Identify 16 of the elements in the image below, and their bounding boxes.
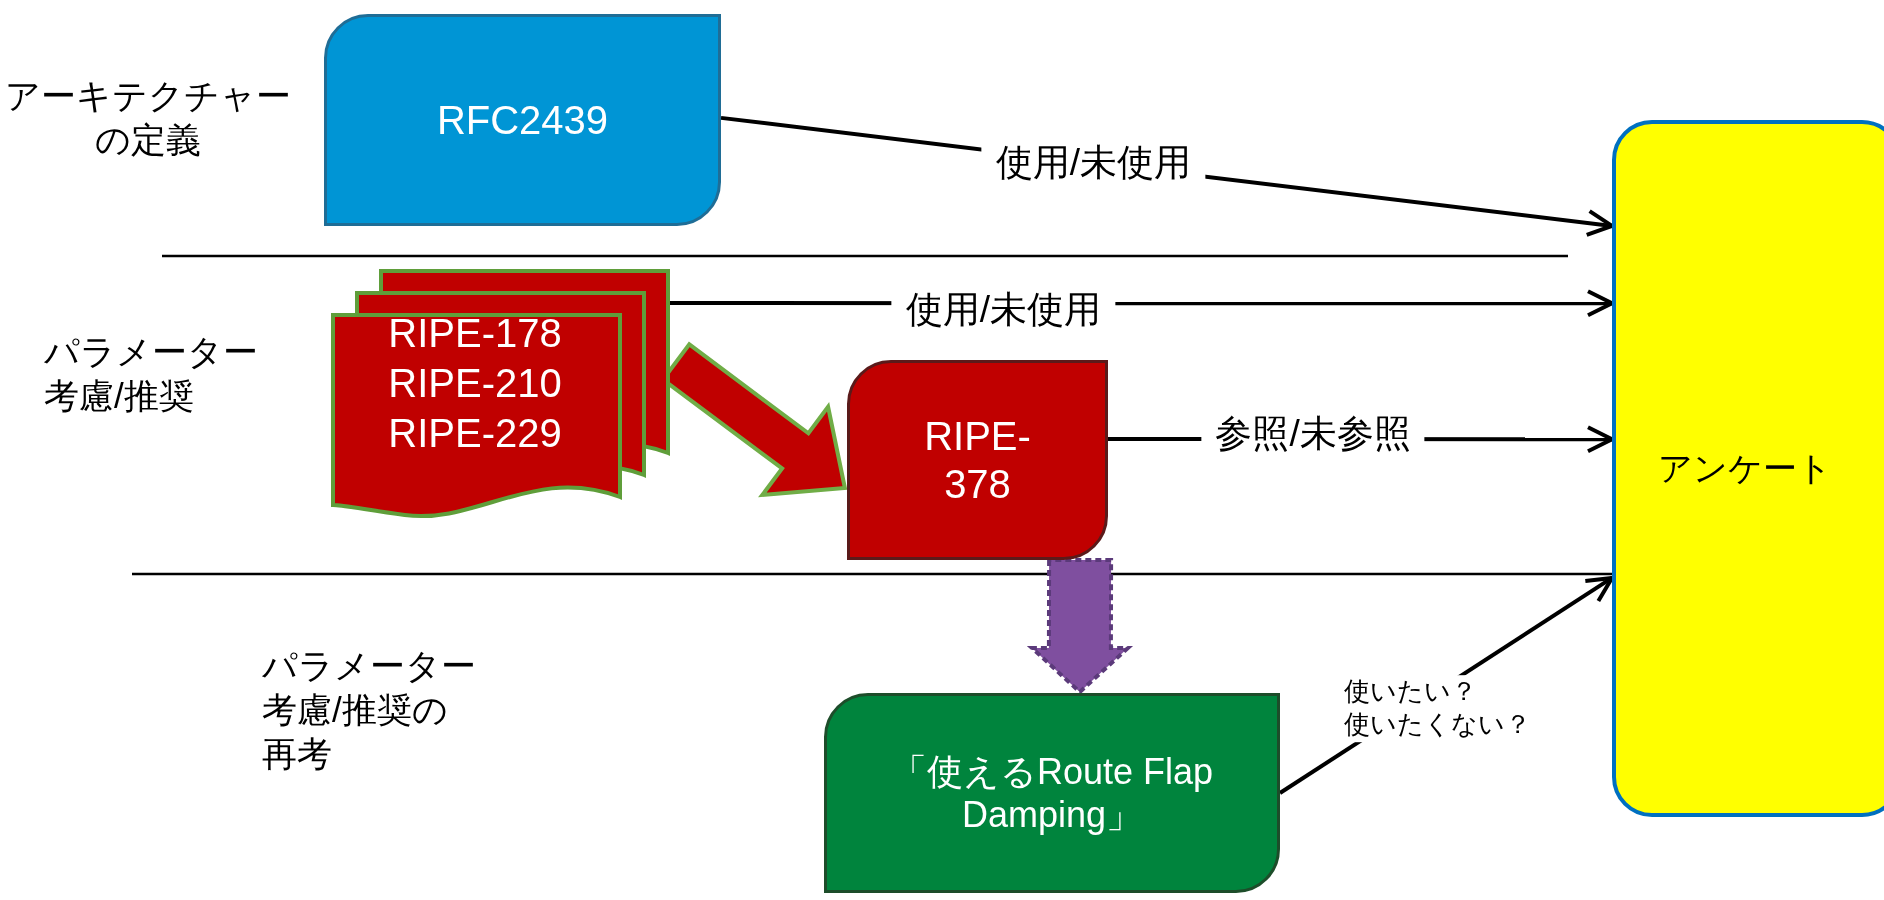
node-text: RFC2439 xyxy=(436,97,609,144)
node-text: RIPE-210 xyxy=(387,360,563,407)
node-text: アンケート xyxy=(1658,448,1832,489)
node-text: 「使えるRoute Flap Damping」 xyxy=(889,749,1215,837)
section-label: パラメーター考慮/推奨 xyxy=(44,331,259,417)
node-text: RIPE-378 xyxy=(923,413,1032,508)
section-label: アーキテクチャーの定義 xyxy=(4,75,292,161)
section-label: パラメーター考慮/推奨の再考 xyxy=(262,645,477,775)
document-box xyxy=(847,360,1108,560)
block-arrow xyxy=(1026,557,1134,695)
node-text: RIPE-229 xyxy=(387,410,563,457)
result-box xyxy=(824,693,1280,893)
document-stack xyxy=(330,268,670,520)
node-text: RIPE-178 xyxy=(387,310,563,357)
document-box xyxy=(324,14,721,226)
survey-box xyxy=(1612,120,1884,817)
